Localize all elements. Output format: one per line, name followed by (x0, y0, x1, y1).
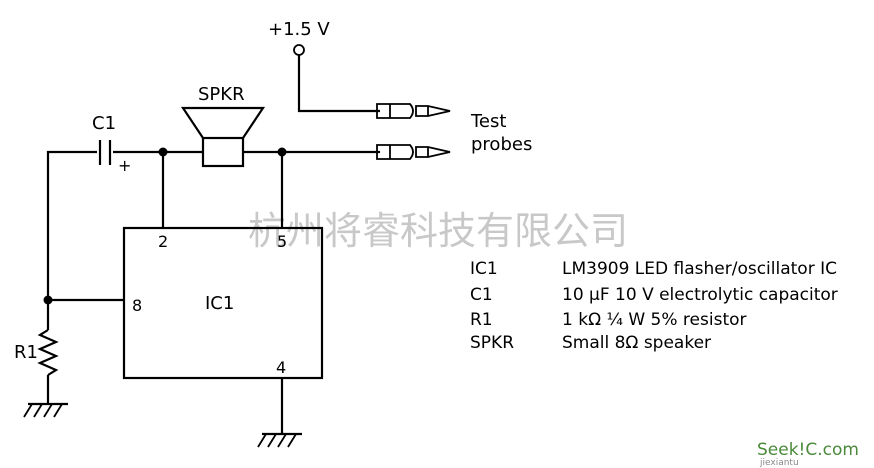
ground-symbol-ic (257, 432, 302, 448)
parts-ref-0: IC1 (470, 259, 498, 279)
parts-list: IC1 LM3909 LED flasher/oscillator IC C1 … (470, 259, 838, 353)
ground-symbol-r1 (23, 402, 68, 418)
probes-label-line2: probes (471, 134, 532, 155)
site-logo: Seek!C.com jiexiantu (757, 440, 859, 468)
supply-terminal: +1.5 V (268, 19, 380, 113)
logo-subtext: jiexiantu (759, 458, 799, 468)
resistor-label: R1 (14, 342, 38, 363)
supply-label: +1.5 V (268, 19, 330, 40)
capacitor-c1 (98, 140, 112, 165)
ic1-body (122, 226, 324, 380)
parts-ref-1: C1 (470, 285, 493, 305)
speaker-label: SPKR (198, 84, 245, 105)
ic1-label: IC1 (205, 293, 234, 314)
speaker-symbol (180, 106, 266, 168)
pin8-label: 8 (132, 296, 142, 315)
test-probe-bottom (376, 144, 451, 160)
parts-desc-2: 1 kΩ ¼ W 5% resistor (562, 310, 747, 330)
pin4-label: 4 (276, 358, 286, 377)
logo-text: Seek!C.com (757, 440, 859, 460)
watermark: 杭州将睿科技有限公司 (248, 209, 628, 253)
parts-desc-0: LM3909 LED flasher/oscillator IC (562, 259, 837, 279)
pin5-label: 5 (277, 232, 287, 251)
parts-ref-3: SPKR (470, 333, 514, 353)
resistor-r1 (37, 329, 59, 376)
probes-label-line1: Test (470, 111, 506, 132)
parts-desc-3: Small 8Ω speaker (562, 333, 711, 353)
pin2-label: 2 (158, 232, 168, 251)
wire-top-left (46, 150, 97, 300)
parts-ref-2: R1 (470, 310, 493, 330)
parts-desc-1: 10 μF 10 V electrolytic capacitor (562, 285, 838, 305)
capacitor-label: C1 (92, 113, 116, 134)
capacitor-polarity: + (118, 156, 131, 175)
test-probe-top (376, 103, 451, 119)
